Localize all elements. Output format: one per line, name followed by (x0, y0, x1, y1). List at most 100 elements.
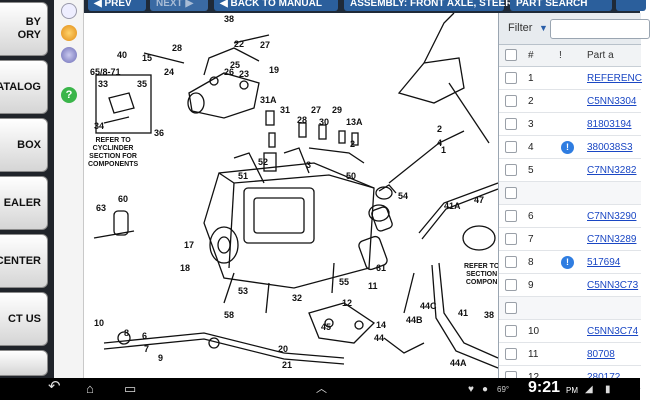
callout-label[interactable]: 44A (450, 358, 467, 368)
part-number-link[interactable]: 81803194 (587, 119, 632, 130)
callout-label[interactable]: 54 (398, 191, 409, 201)
select-all-checkbox[interactable] (505, 49, 517, 61)
callout-label[interactable]: 30 (319, 117, 330, 127)
row-checkbox[interactable] (505, 95, 517, 107)
callout-label[interactable]: 10 (94, 318, 105, 328)
callout-label[interactable]: 60 (118, 194, 129, 204)
table-row[interactable] (499, 182, 641, 205)
nav-button-dealer[interactable]: EALER (0, 176, 48, 230)
next-page-button[interactable] (616, 0, 646, 11)
part-number-link[interactable]: REFERENC (587, 73, 643, 84)
callout-label[interactable]: 11 (368, 281, 378, 291)
up-icon[interactable]: ︿ (316, 383, 327, 395)
row-checkbox[interactable] (505, 164, 517, 176)
column-header-part[interactable]: Part a (587, 50, 614, 61)
row-checkbox[interactable] (505, 210, 517, 222)
row-checkbox[interactable] (505, 233, 517, 245)
row-checkbox[interactable] (505, 141, 517, 153)
callout-label[interactable]: 53 (238, 286, 249, 296)
callout-label[interactable]: 2 (350, 139, 356, 149)
back-to-manual-button[interactable]: ◀ BACK TO MANUAL (214, 0, 338, 11)
info-icon[interactable]: ! (561, 256, 574, 269)
recents-icon[interactable]: ▭ (124, 381, 137, 396)
filter-dropdown-icon[interactable]: ▼ (539, 23, 548, 33)
callout-label[interactable]: 31A (260, 95, 277, 105)
callout-label[interactable]: 44B (406, 315, 423, 325)
callout-label[interactable]: 33 (98, 79, 109, 89)
part-search-button[interactable]: PART SEARCH (510, 0, 612, 11)
row-checkbox[interactable] (505, 279, 517, 291)
part-number-link[interactable]: C7NN3289 (587, 234, 637, 245)
callout-label[interactable]: 20 (278, 344, 289, 354)
callout-label[interactable]: 55 (339, 277, 350, 287)
callout-label[interactable]: 61 (376, 263, 387, 273)
filter-label[interactable]: Filter (508, 22, 533, 34)
callout-label[interactable]: 26 (224, 67, 235, 77)
callout-label[interactable]: 1 (441, 145, 447, 155)
callout-label[interactable]: 35 (137, 79, 148, 89)
callout-label[interactable]: 50 (346, 171, 357, 181)
callout-label[interactable]: 8 (124, 328, 130, 338)
info-icon[interactable]: ! (561, 141, 574, 154)
filter-input[interactable] (550, 19, 650, 39)
home-icon[interactable]: ⌂ (86, 381, 94, 396)
callout-label[interactable]: 32 (292, 293, 303, 303)
callout-label[interactable]: 52 (258, 157, 269, 167)
row-checkbox[interactable] (505, 348, 517, 360)
nav-button-contact-us[interactable]: CT US (0, 292, 48, 346)
callout-label[interactable]: 2 (437, 124, 443, 134)
callout-label[interactable]: 25 (230, 60, 241, 70)
callout-label[interactable]: 38 (484, 310, 495, 320)
part-number-link[interactable]: 517694 (587, 257, 621, 268)
callout-label[interactable]: 13A (346, 117, 363, 127)
callout-label[interactable]: 22 (234, 39, 245, 49)
callout-label[interactable]: 63 (96, 203, 107, 213)
row-checkbox[interactable] (505, 72, 517, 84)
callout-label[interactable]: 3 (306, 160, 312, 170)
row-checkbox[interactable] (505, 325, 517, 337)
back-icon[interactable]: ↶ (48, 378, 61, 395)
part-number-link[interactable]: 380038S3 (587, 142, 633, 153)
callout-label[interactable]: 27 (311, 105, 322, 115)
nav-button-service-center[interactable]: CENTER (0, 234, 48, 288)
nav-button-history[interactable]: BY ORY (0, 2, 48, 56)
callout-label[interactable]: 47 (474, 195, 485, 205)
callout-label[interactable]: 7 (144, 344, 150, 354)
callout-label[interactable]: 38 (224, 14, 235, 24)
part-number-link[interactable]: C7NN3282 (587, 165, 637, 176)
callout-label[interactable]: 36 (154, 128, 165, 138)
next-button[interactable]: NEXT ▶ (150, 0, 208, 11)
callout-label[interactable]: 19 (269, 65, 280, 75)
part-number-link[interactable]: C5NN3304 (587, 96, 637, 107)
part-number-link[interactable]: C5NN3C74 (587, 326, 639, 337)
row-checkbox[interactable] (505, 187, 517, 199)
callout-label[interactable]: 28 (172, 43, 183, 53)
callout-label[interactable]: 58 (224, 310, 235, 320)
callout-label[interactable]: 45 (321, 322, 332, 332)
part-number-link[interactable]: 80708 (587, 349, 615, 360)
callout-label[interactable]: 40 (117, 50, 128, 60)
callout-label[interactable]: 44 (374, 333, 385, 343)
prev-button[interactable]: ◀ PREV (88, 0, 146, 11)
callout-label[interactable]: 31 (280, 105, 291, 115)
diagram-icon[interactable] (61, 3, 77, 19)
nav-button-catalog[interactable]: ATALOG (0, 60, 48, 114)
callout-label[interactable]: 24 (164, 67, 175, 77)
row-checkbox[interactable] (505, 302, 517, 314)
callout-label[interactable]: 41A (444, 201, 461, 211)
parts-diagram[interactable]: 38 40 15 28 22 27 25 24 23 26 19 65/8-71… (84, 12, 499, 378)
column-header-info[interactable]: ! (559, 50, 562, 61)
column-header-number[interactable]: # (528, 50, 534, 61)
nav-button-toolbox[interactable]: BOX (0, 118, 48, 172)
callout-label[interactable]: 27 (260, 40, 271, 50)
callout-label[interactable]: 6 (142, 331, 148, 341)
part-number-link[interactable]: C7NN3290 (587, 211, 637, 222)
callout-label[interactable]: 65/8-71 (90, 67, 121, 77)
callout-label[interactable]: 44C (420, 301, 437, 311)
